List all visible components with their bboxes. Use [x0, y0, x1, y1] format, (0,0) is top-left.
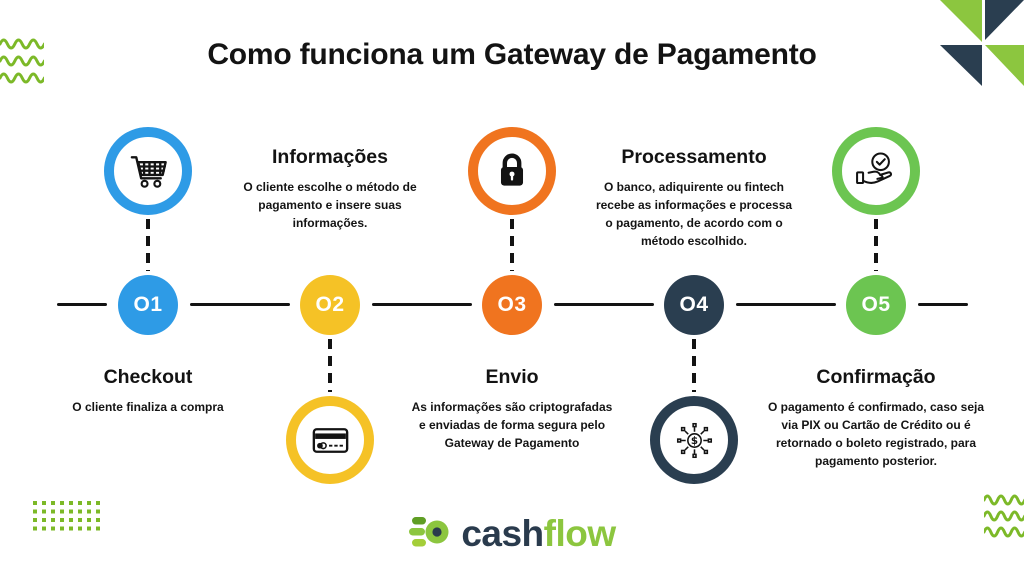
- cashflow-logo-text: cashflow: [461, 513, 616, 555]
- step-heading: Informações: [272, 146, 388, 168]
- step-node-5: O5: [846, 275, 906, 335]
- step-heading: Confirmação: [816, 366, 936, 388]
- dots-decoration-bottom-left: [33, 501, 105, 534]
- step-heading: Checkout: [103, 366, 193, 388]
- credit-card-icon: [286, 396, 374, 484]
- waves-decoration-bottom-right: [984, 494, 1024, 538]
- timeline-segment: [372, 303, 472, 306]
- timeline-segment: [736, 303, 836, 306]
- step-description: O cliente finaliza a compra: [72, 400, 224, 414]
- timeline-segment: [554, 303, 654, 306]
- step-node-1: O1: [118, 275, 178, 335]
- step-number: O4: [679, 293, 709, 316]
- step-number: O1: [133, 293, 163, 316]
- step-number: O2: [315, 293, 345, 316]
- step-description: O pagamento é confirmado, caso seja via …: [767, 400, 985, 468]
- step-node-4: O4: [664, 275, 724, 335]
- triangles-decoration-top-right: [940, 0, 1024, 86]
- step-number: O5: [861, 293, 891, 316]
- svg-text:$: $: [690, 435, 697, 447]
- dashed-connector: [328, 339, 332, 392]
- timeline-segment: [57, 303, 107, 306]
- timeline-segment: [190, 303, 290, 306]
- dashed-connector: [874, 219, 878, 271]
- cashflow-logo: cashflow: [0, 513, 1024, 555]
- dashed-connector: [146, 219, 150, 271]
- page-title: Como funciona um Gateway de Pagamento: [207, 38, 817, 71]
- step-node-3: O3: [482, 275, 542, 335]
- logo-text-flow: flow: [543, 513, 616, 554]
- shopping-cart-icon: [104, 127, 192, 215]
- step-number: O3: [497, 293, 527, 316]
- waves-decoration-top-left: [0, 38, 44, 84]
- hand-check-icon: [832, 127, 920, 215]
- payment-network-icon: $: [650, 396, 738, 484]
- step-node-2: O2: [300, 275, 360, 335]
- step-description: As informações são criptografadas e envi…: [411, 400, 613, 450]
- dashed-connector: [510, 219, 514, 271]
- timeline-segment: [918, 303, 968, 306]
- lock-icon: [468, 127, 556, 215]
- logo-text-cash: cash: [461, 513, 544, 554]
- dashed-connector: [692, 339, 696, 392]
- cashflow-logo-icon: [409, 517, 449, 547]
- step-description: O banco, adiquirente ou fintech recebe a…: [595, 180, 793, 248]
- step-heading: Envio: [485, 366, 539, 388]
- step-description: O cliente escolhe o método de pagamento …: [243, 180, 417, 230]
- step-heading: Processamento: [621, 146, 767, 168]
